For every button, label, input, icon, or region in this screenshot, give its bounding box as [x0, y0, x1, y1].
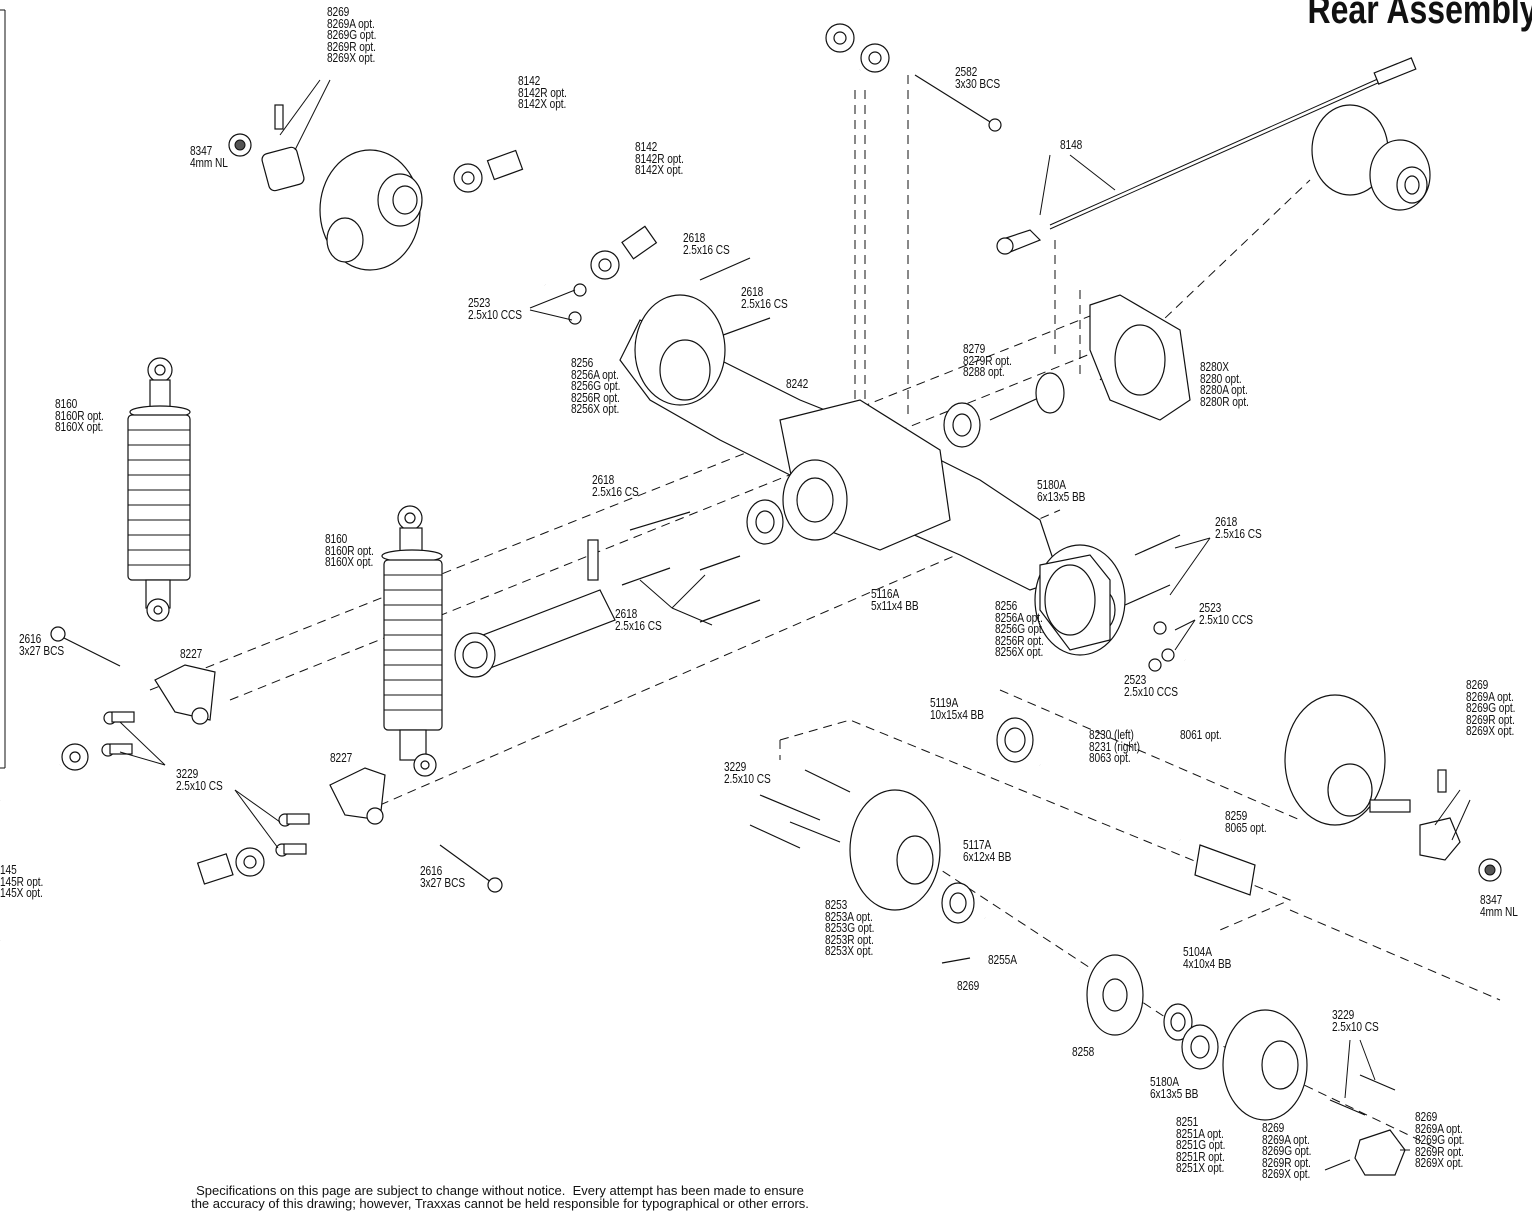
label-portal-right-8256: 8256 8256A opt. 8256G opt. 8256R opt. 82… [995, 598, 1045, 659]
label-screw-3229-c: 3229 2.5x10 CS [1332, 1007, 1379, 1034]
label-screw-2618-c: 2618 2.5x16 CS [592, 472, 639, 499]
bearings [746, 402, 1219, 1070]
screws [50, 74, 1181, 893]
leader-lines [119, 79, 1471, 1151]
label-housing-8242: 8242 [786, 376, 809, 391]
pinion-gear [989, 372, 1065, 421]
gear-housing [749, 769, 941, 911]
gear-cover [1222, 1009, 1406, 1176]
frame-bracket [0, 9, 6, 769]
label-bearing-5180-b: 5180A 6x13x5 BB [1150, 1074, 1199, 1101]
label-link-upper-2: 8142 8142R opt. 8142X opt. [635, 139, 684, 177]
label-hex-top-left: 8269 8269A opt. 8269G opt. 8269R opt. 82… [327, 4, 377, 65]
label-pin-8269: 8269 [957, 978, 980, 993]
label-opt-8061: 8061 opt. [1180, 727, 1222, 742]
upper-links [453, 23, 890, 280]
label-screw-2618-e: 2618 2.5x16 CS [615, 606, 662, 633]
label-shaft-8255: 8255A [988, 952, 1017, 967]
label-screw-2523-a: 2523 2.5x10 CCS [468, 295, 522, 322]
label-screw-2618-a: 2618 2.5x16 CS [683, 230, 730, 257]
label-gear-8259: 8259 8065 opt. [1225, 808, 1267, 835]
label-gear-8279: 8279 8279R opt. 8288 opt. [963, 341, 1012, 379]
label-screw-2582: 2582 3x30 BCS [955, 64, 1001, 91]
label-hex-bottom-mid: 8269 8269A opt. 8269G opt. 8269R opt. 82… [1262, 1120, 1312, 1181]
label-bearing-5119: 5119A 10x15x4 BB [930, 695, 984, 722]
label-bearing-5180-a: 5180A 6x13x5 BB [1037, 477, 1086, 504]
differential [1311, 104, 1431, 211]
cable [996, 57, 1417, 255]
gear-box-outline [779, 719, 1292, 931]
label-gear-8258: 8258 [1072, 1044, 1095, 1059]
label-mount-8227-b: 8227 [330, 750, 353, 765]
label-screw-2523-c: 2523 2.5x10 CCS [1124, 672, 1178, 699]
label-cable-8148: 8148 [1060, 137, 1083, 152]
label-nut-right: 8347 4mm NL [1480, 892, 1518, 919]
page-title: Rear Assembly [1307, 0, 1532, 32]
label-screw-3229-a: 3229 2.5x10 CS [176, 766, 223, 793]
label-axle-8230: 8230 (left) 8231 (right) 8063 opt. [1089, 727, 1140, 765]
drive-cup [454, 539, 616, 678]
label-housing-8253: 8253 8253A opt. 8253G opt. 8253R opt. 82… [825, 897, 875, 958]
label-hex-bottom-right: 8269 8269A opt. 8269G opt. 8269R opt. 82… [1415, 1109, 1465, 1170]
label-screw-2616-a: 2616 3x27 BCS [19, 631, 65, 658]
axle-shaft [1038, 762, 1256, 896]
label-screw-3229-b: 3229 2.5x10 CS [724, 759, 771, 786]
label-hex-right: 8269 8269A opt. 8269G opt. 8269R opt. 82… [1466, 677, 1516, 738]
label-nut-top-left: 8347 4mm NL [190, 143, 228, 170]
label-link-lower: 145 145R opt. 145X opt. [0, 862, 44, 900]
label-screw-2523-b: 2523 2.5x10 CCS [1199, 600, 1253, 627]
label-cover-8251: 8251 8251A opt. 8251G opt. 8251R opt. 82… [1176, 1114, 1226, 1175]
portal-far-right [1184, 658, 1502, 882]
label-cover-8280: 8280X 8280 opt. 8280A opt. 8280R opt. [1200, 359, 1249, 409]
portal-right [1039, 554, 1111, 651]
label-shock-center: 8160 8160R opt. 8160X opt. [325, 531, 374, 569]
label-shock-left: 8160 8160R opt. 8160X opt. [55, 396, 104, 434]
shock-left [127, 357, 191, 622]
diff-cover [1089, 294, 1191, 421]
lower-links [0, 743, 265, 944]
label-bearing-5117: 5117A 6x12x4 BB [963, 837, 1012, 864]
label-bearing-5104: 5104A 4x10x4 BB [1183, 944, 1232, 971]
label-screw-2618-b: 2618 2.5x16 CS [741, 284, 788, 311]
label-screw-2618-d: 2618 2.5x16 CS [1215, 514, 1262, 541]
label-portal-left-8256: 8256 8256A opt. 8256G opt. 8256R opt. 82… [571, 355, 621, 416]
gear-shaft [941, 914, 1144, 1036]
disclaimer-text: Specifications on this page are subject … [191, 1183, 809, 1211]
portal-top-left [228, 104, 546, 287]
label-mount-8227-a: 8227 [180, 646, 203, 661]
shock-mounts [154, 664, 386, 825]
shock-center [381, 505, 443, 777]
label-screw-2616-b: 2616 3x27 BCS [420, 863, 466, 890]
label-link-upper-1: 8142 8142R opt. 8142X opt. [518, 73, 567, 111]
label-bearing-5116: 5116A 5x11x4 BB [871, 586, 919, 613]
